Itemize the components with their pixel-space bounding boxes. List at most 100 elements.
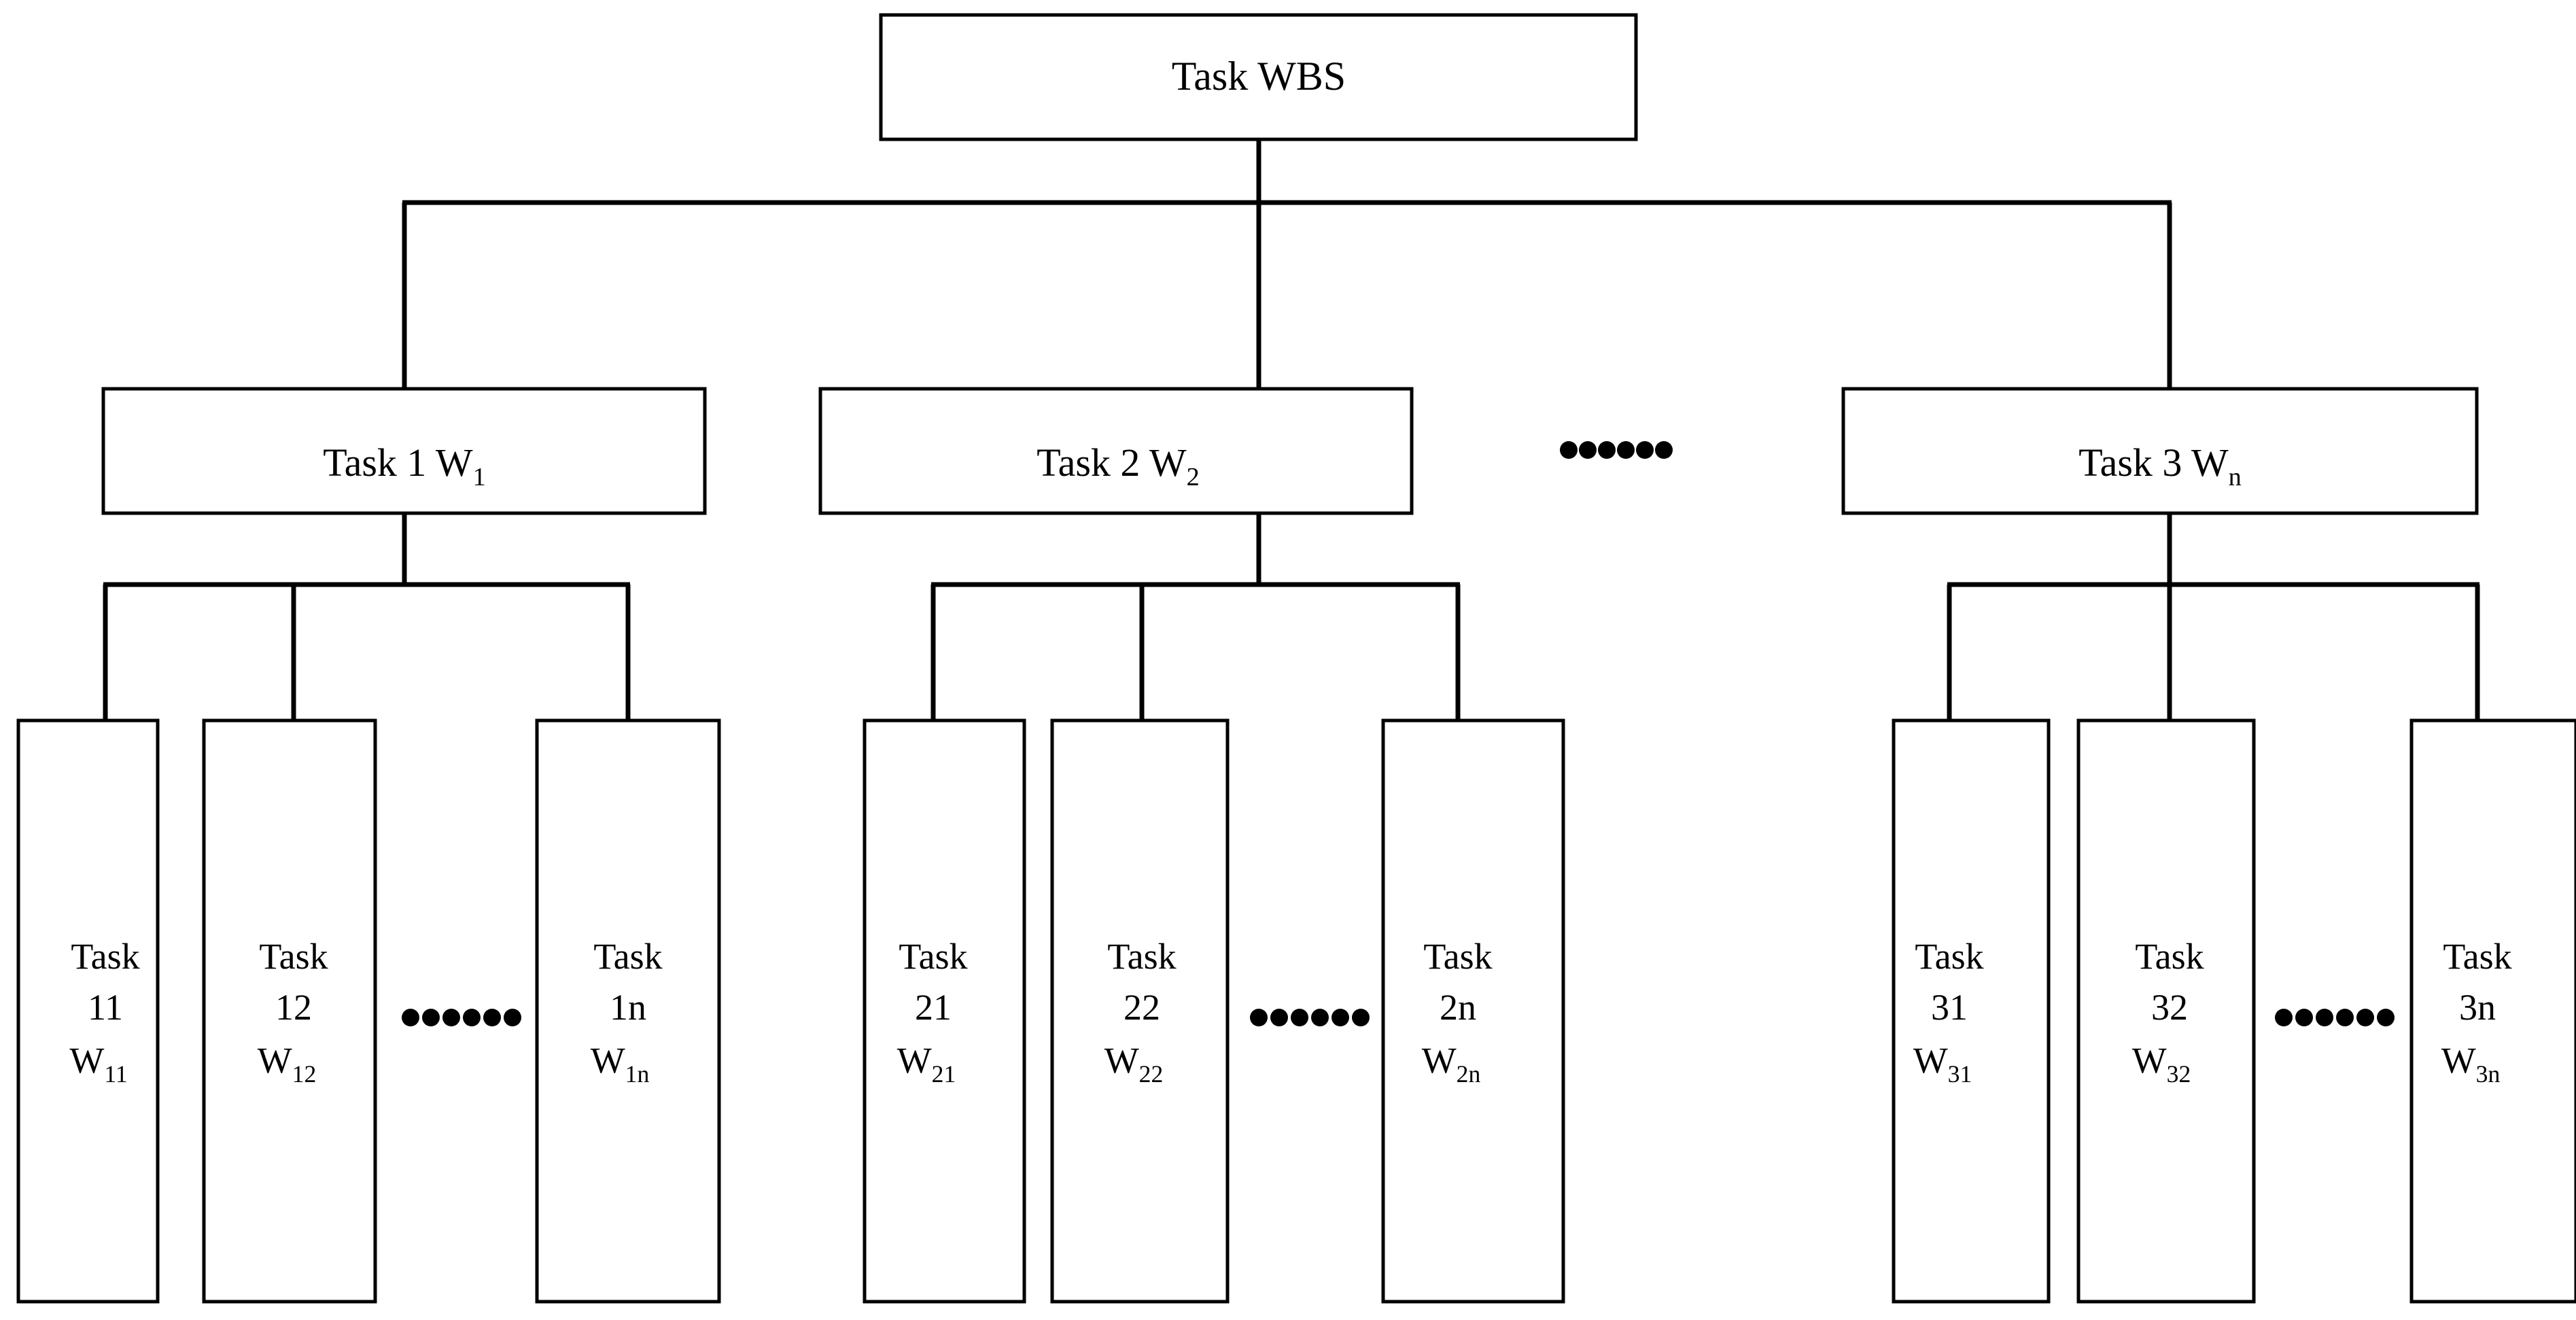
node-task-22-line1: Task [1107, 936, 1176, 977]
node-task-12-line2: 12 [275, 987, 312, 1028]
ellipsis-group-3-dot-5 [2356, 1009, 2374, 1026]
node-task-31[interactable]: Task 31 W31 [1892, 718, 2051, 1304]
node-task-3-text: Task 3 W [2078, 440, 2229, 485]
node-task-3-subscript: n [2229, 463, 2242, 491]
node-task-1n-box[interactable] [535, 718, 721, 1304]
node-task-12-w: W [258, 1040, 292, 1081]
ellipsis-group-2-dot-1 [1250, 1009, 1268, 1026]
node-task-2-text: Task 2 W [1037, 440, 1187, 485]
node-task-21-line2: 21 [915, 987, 952, 1028]
node-task-2-box[interactable] [818, 387, 1414, 515]
ellipsis-level1-dot-6 [1655, 441, 1673, 459]
node-task-1-label: Task 1 W1 [323, 440, 486, 491]
node-task-11-line3: W11 [69, 1040, 127, 1088]
ellipsis-group-3-dot-4 [2336, 1009, 2354, 1026]
node-task-31-line2: 31 [1931, 987, 1968, 1028]
node-task-1[interactable]: Task 1 W1 [101, 387, 707, 515]
node-task-1-subscript: 1 [473, 463, 486, 491]
node-task-11-line1: Task [71, 936, 139, 977]
ellipsis-group-1-dot-5 [483, 1009, 501, 1026]
node-root[interactable]: Task WBS [879, 13, 1638, 141]
ellipsis-group-3-dot-6 [2377, 1009, 2395, 1026]
node-task-1n-subscript: 1n [625, 1060, 650, 1088]
ellipsis-group-2 [1250, 1009, 1370, 1026]
node-task-11-line2: 11 [88, 987, 123, 1028]
ellipsis-level1-dot-2 [1579, 441, 1597, 459]
node-task-21-box[interactable] [863, 718, 1026, 1304]
node-task-1n[interactable]: Task 1n W1n [535, 718, 721, 1304]
node-task-21-subscript: 21 [932, 1060, 956, 1088]
node-task-2-subscript: 2 [1187, 463, 1200, 491]
ellipsis-level1-dot-3 [1598, 441, 1616, 459]
node-task-21-line3: W21 [897, 1040, 956, 1088]
node-task-12-box[interactable] [202, 718, 377, 1304]
node-task-11-w: W [69, 1040, 104, 1081]
node-task-32-line1: Task [2135, 936, 2204, 977]
node-task-1-text: Task 1 W [323, 440, 473, 485]
ellipsis-group-1-dot-2 [422, 1009, 440, 1026]
node-task-1-box[interactable] [101, 387, 707, 515]
node-task-3n-line3: W3n [2441, 1040, 2501, 1088]
node-task-12-line3: W12 [258, 1040, 317, 1088]
ellipsis-group-2-dot-3 [1291, 1009, 1308, 1026]
node-task-3[interactable]: Task 3 Wn [1841, 387, 2479, 515]
ellipsis-level1 [1560, 441, 1673, 459]
node-task-32-line3: W32 [2132, 1040, 2191, 1088]
node-task-22[interactable]: Task 22 W22 [1050, 718, 1230, 1304]
node-task-32-box[interactable] [2076, 718, 2256, 1304]
node-task-12-subscript: 12 [292, 1060, 317, 1088]
ellipsis-level1-dot-5 [1636, 441, 1654, 459]
node-task-3n-line1: Task [2443, 936, 2511, 977]
node-task-3n[interactable]: Task 3n W3n [2409, 718, 2576, 1304]
node-task-3n-box[interactable] [2409, 718, 2576, 1304]
node-task-1n-line1: Task [593, 936, 662, 977]
ellipsis-group-1-dot-4 [463, 1009, 481, 1026]
node-task-12[interactable]: Task 12 W12 [202, 718, 377, 1304]
ellipsis-group-2-dot-2 [1270, 1009, 1288, 1026]
node-task-2n-box[interactable] [1381, 718, 1565, 1304]
node-task-22-line3: W22 [1104, 1040, 1164, 1088]
node-task-22-line2: 22 [1124, 987, 1160, 1028]
node-task-32-line2: 32 [2151, 987, 2188, 1028]
node-task-2-label: Task 2 W2 [1037, 440, 1200, 491]
node-task-1n-line3: W1n [591, 1040, 650, 1088]
node-task-31-line1: Task [1915, 936, 1983, 977]
node-task-1n-line2: 1n [610, 987, 646, 1028]
connector-group-root-to-level1 [402, 139, 2172, 389]
node-task-22-box[interactable] [1050, 718, 1230, 1304]
node-task-2[interactable]: Task 2 W2 [818, 387, 1414, 515]
node-task-2n[interactable]: Task 2n W2n [1381, 718, 1565, 1304]
node-task-3-box[interactable] [1841, 387, 2479, 515]
ellipsis-group-2-dot-6 [1352, 1009, 1370, 1026]
ellipsis-group-1-dot-6 [504, 1009, 521, 1026]
ellipsis-group-3-dot-3 [2316, 1009, 2333, 1026]
node-task-11[interactable]: Task 11 W11 [16, 718, 160, 1304]
ellipsis-level1-dot-1 [1560, 441, 1578, 459]
node-task-32[interactable]: Task 32 W32 [2076, 718, 2256, 1304]
node-task-21-w: W [897, 1040, 932, 1081]
node-task-2n-line2: 2n [1440, 987, 1476, 1028]
node-task-22-w: W [1104, 1040, 1139, 1081]
node-task-31-line3: W31 [1913, 1040, 1972, 1088]
node-task-21[interactable]: Task 21 W21 [863, 718, 1026, 1304]
node-task-31-box[interactable] [1892, 718, 2051, 1304]
node-task-11-box[interactable] [16, 718, 160, 1304]
ellipsis-group-3-dot-1 [2275, 1009, 2293, 1026]
node-task-3-label: Task 3 Wn [2078, 440, 2242, 491]
node-task-22-subscript: 22 [1139, 1060, 1164, 1088]
node-task-32-subscript: 32 [2167, 1060, 2191, 1088]
connector-group-task-2-children [930, 513, 1461, 720]
node-task-2n-line1: Task [1423, 936, 1492, 977]
connector-group-task-3-children [1947, 513, 2480, 720]
node-task-1n-w: W [591, 1040, 625, 1081]
connector-group-task-1-children [103, 513, 631, 720]
node-task-2n-line3: W2n [1422, 1040, 1481, 1088]
node-task-12-line1: Task [259, 936, 328, 977]
node-task-3n-w: W [2441, 1040, 2476, 1081]
node-task-31-subscript: 31 [1948, 1060, 1972, 1088]
node-root-label: Task WBS [1172, 54, 1346, 99]
node-task-2n-subscript: 2n [1457, 1060, 1481, 1088]
node-root-box[interactable] [879, 13, 1638, 141]
